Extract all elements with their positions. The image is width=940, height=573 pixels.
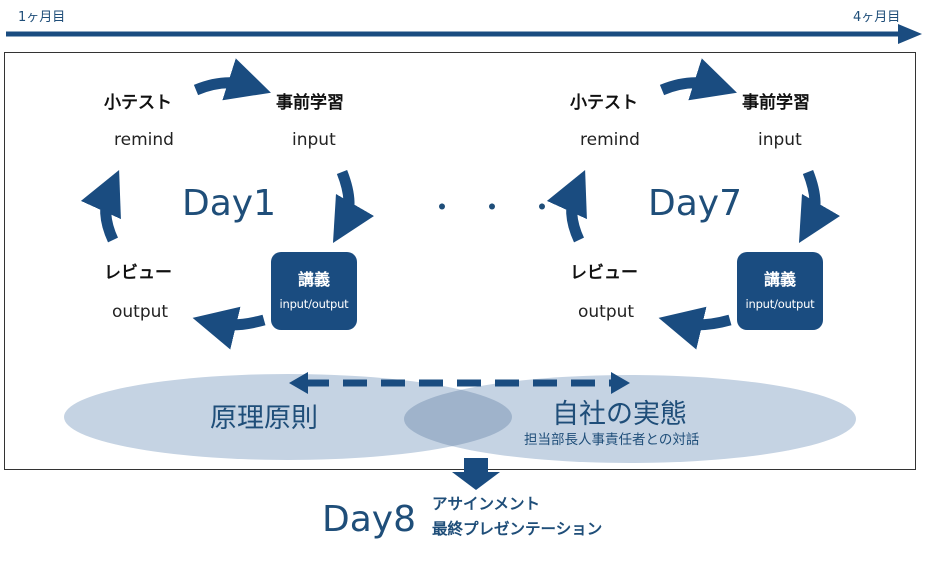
arrow-prestudy-to-lecture-1: [332, 169, 375, 244]
dashed-arrow-left-head: [289, 372, 308, 394]
reality-sub-label: 担当部長人事責任者との対話: [524, 432, 700, 448]
arrow-test-to-prestudy-7: [659, 58, 737, 101]
timeline-end-label: 4ヶ月目: [853, 10, 901, 25]
test-sub-1: remind: [114, 130, 174, 150]
test-title-1: 小テスト: [104, 93, 172, 113]
review-sub-1: output: [112, 302, 169, 322]
final-presentation-label: 最終プレゼンテーション: [432, 520, 603, 538]
prestudy-sub-1: input: [292, 130, 336, 150]
arrow-prestudy-to-lecture-7: [798, 169, 841, 244]
day8-label: Day8: [322, 499, 416, 540]
arrow-review-to-test-1: [80, 169, 121, 243]
arrow-lecture-to-review-7: [658, 306, 732, 350]
lecture-box-7: 講義 input/output: [737, 252, 823, 330]
lecture-sub-1: input/output: [279, 297, 349, 311]
day1-label: Day1: [182, 183, 276, 224]
down-arrow-icon: [452, 458, 500, 490]
arrow-test-to-prestudy-1: [193, 58, 271, 101]
principles-ellipse: [64, 374, 512, 460]
dashed-arrow-right-head: [611, 372, 630, 394]
test-title-7: 小テスト: [570, 93, 638, 113]
continuation-dots: ・・・: [428, 191, 579, 224]
lecture-sub-7: input/output: [745, 297, 815, 311]
day7-label: Day7: [648, 183, 742, 224]
arrow-review-to-test-7: [546, 169, 587, 243]
assignment-label: アサインメント: [432, 495, 541, 513]
prestudy-title-7: 事前学習: [742, 93, 810, 113]
review-title-7: レビュー: [570, 263, 638, 283]
lecture-title-7: 講義: [763, 270, 796, 289]
lecture-box-1: 講義 input/output: [271, 252, 357, 330]
prestudy-sub-7: input: [758, 130, 802, 150]
arrow-lecture-to-review-1: [192, 306, 266, 350]
review-title-1: レビュー: [104, 263, 172, 283]
review-sub-7: output: [578, 302, 635, 322]
prestudy-title-1: 事前学習: [276, 93, 344, 113]
reality-ellipse: [404, 375, 856, 463]
timeline-start-label: 1ヶ月目: [18, 10, 66, 25]
principles-label: 原理原則: [210, 403, 318, 434]
lecture-title-1: 講義: [297, 270, 330, 289]
timeline-arrow: [6, 24, 922, 44]
test-sub-7: remind: [580, 130, 640, 150]
reality-label: 自社の実態: [552, 399, 687, 430]
